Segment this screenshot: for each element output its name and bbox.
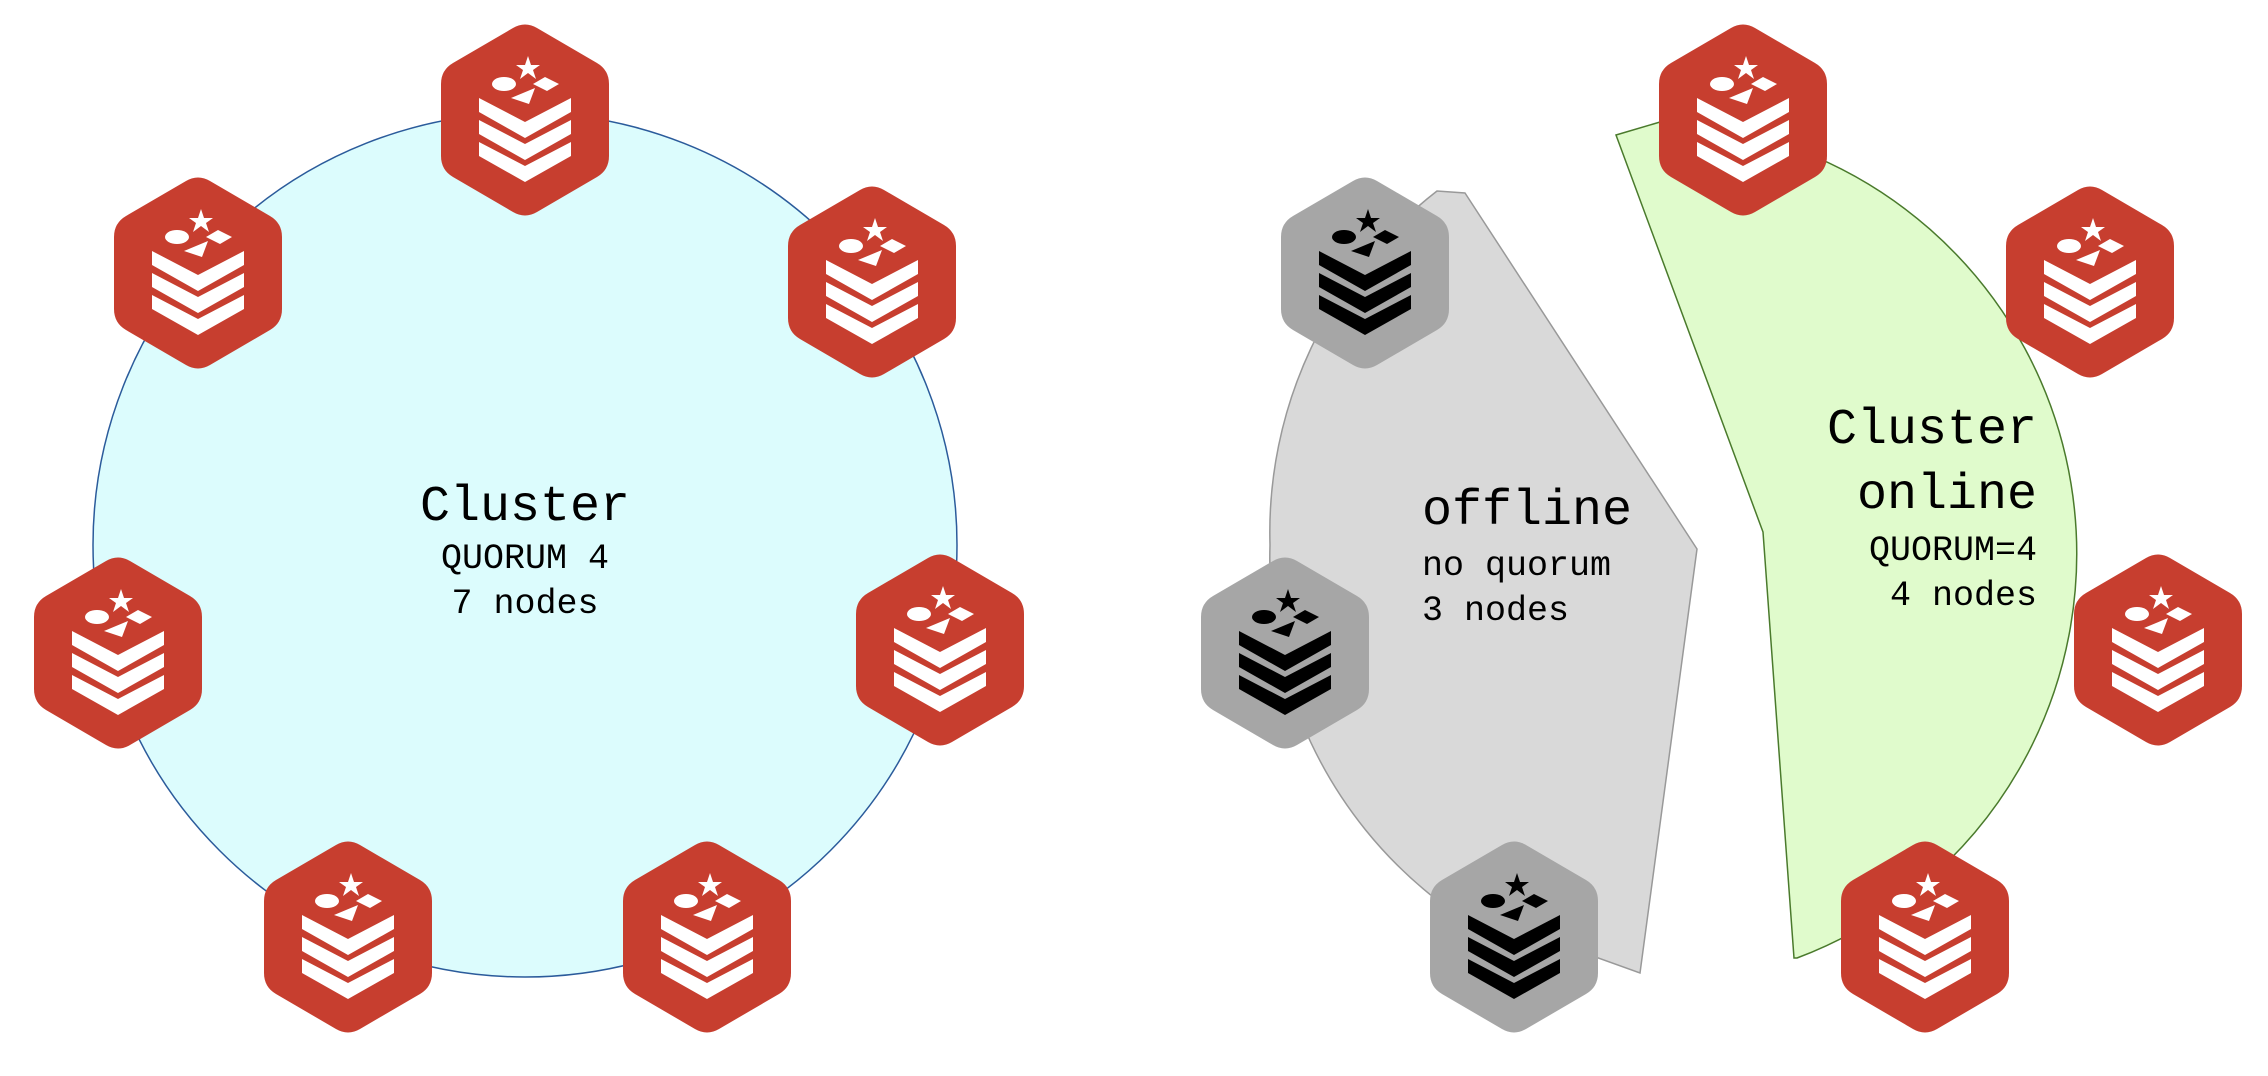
cluster-title: Cluster	[420, 479, 630, 536]
online-title-line1: Cluster	[1827, 402, 2037, 459]
online-partition-label: Cluster online QUORUM=4 4 nodes	[1827, 402, 2037, 616]
cluster-quorum: QUORUM 4	[441, 539, 609, 579]
cluster-node-count: 7 nodes	[451, 584, 598, 624]
offline-node-count: 3 nodes	[1422, 591, 1569, 631]
offline-title: offline	[1422, 483, 1632, 540]
node-hexagon	[2006, 186, 2174, 378]
online-title-line2: online	[1857, 467, 2037, 524]
online-quorum: QUORUM=4	[1869, 531, 2037, 571]
online-partition-node-3	[2074, 554, 2242, 746]
offline-quorum: no quorum	[1422, 546, 1611, 586]
online-partition-node-2	[2006, 186, 2174, 378]
online-node-count: 4 nodes	[1890, 576, 2037, 616]
full-cluster-label: Cluster QUORUM 4 7 nodes	[420, 479, 630, 624]
offline-partition-label: offline no quorum 3 nodes	[1422, 483, 1632, 631]
node-hexagon	[2074, 554, 2242, 746]
